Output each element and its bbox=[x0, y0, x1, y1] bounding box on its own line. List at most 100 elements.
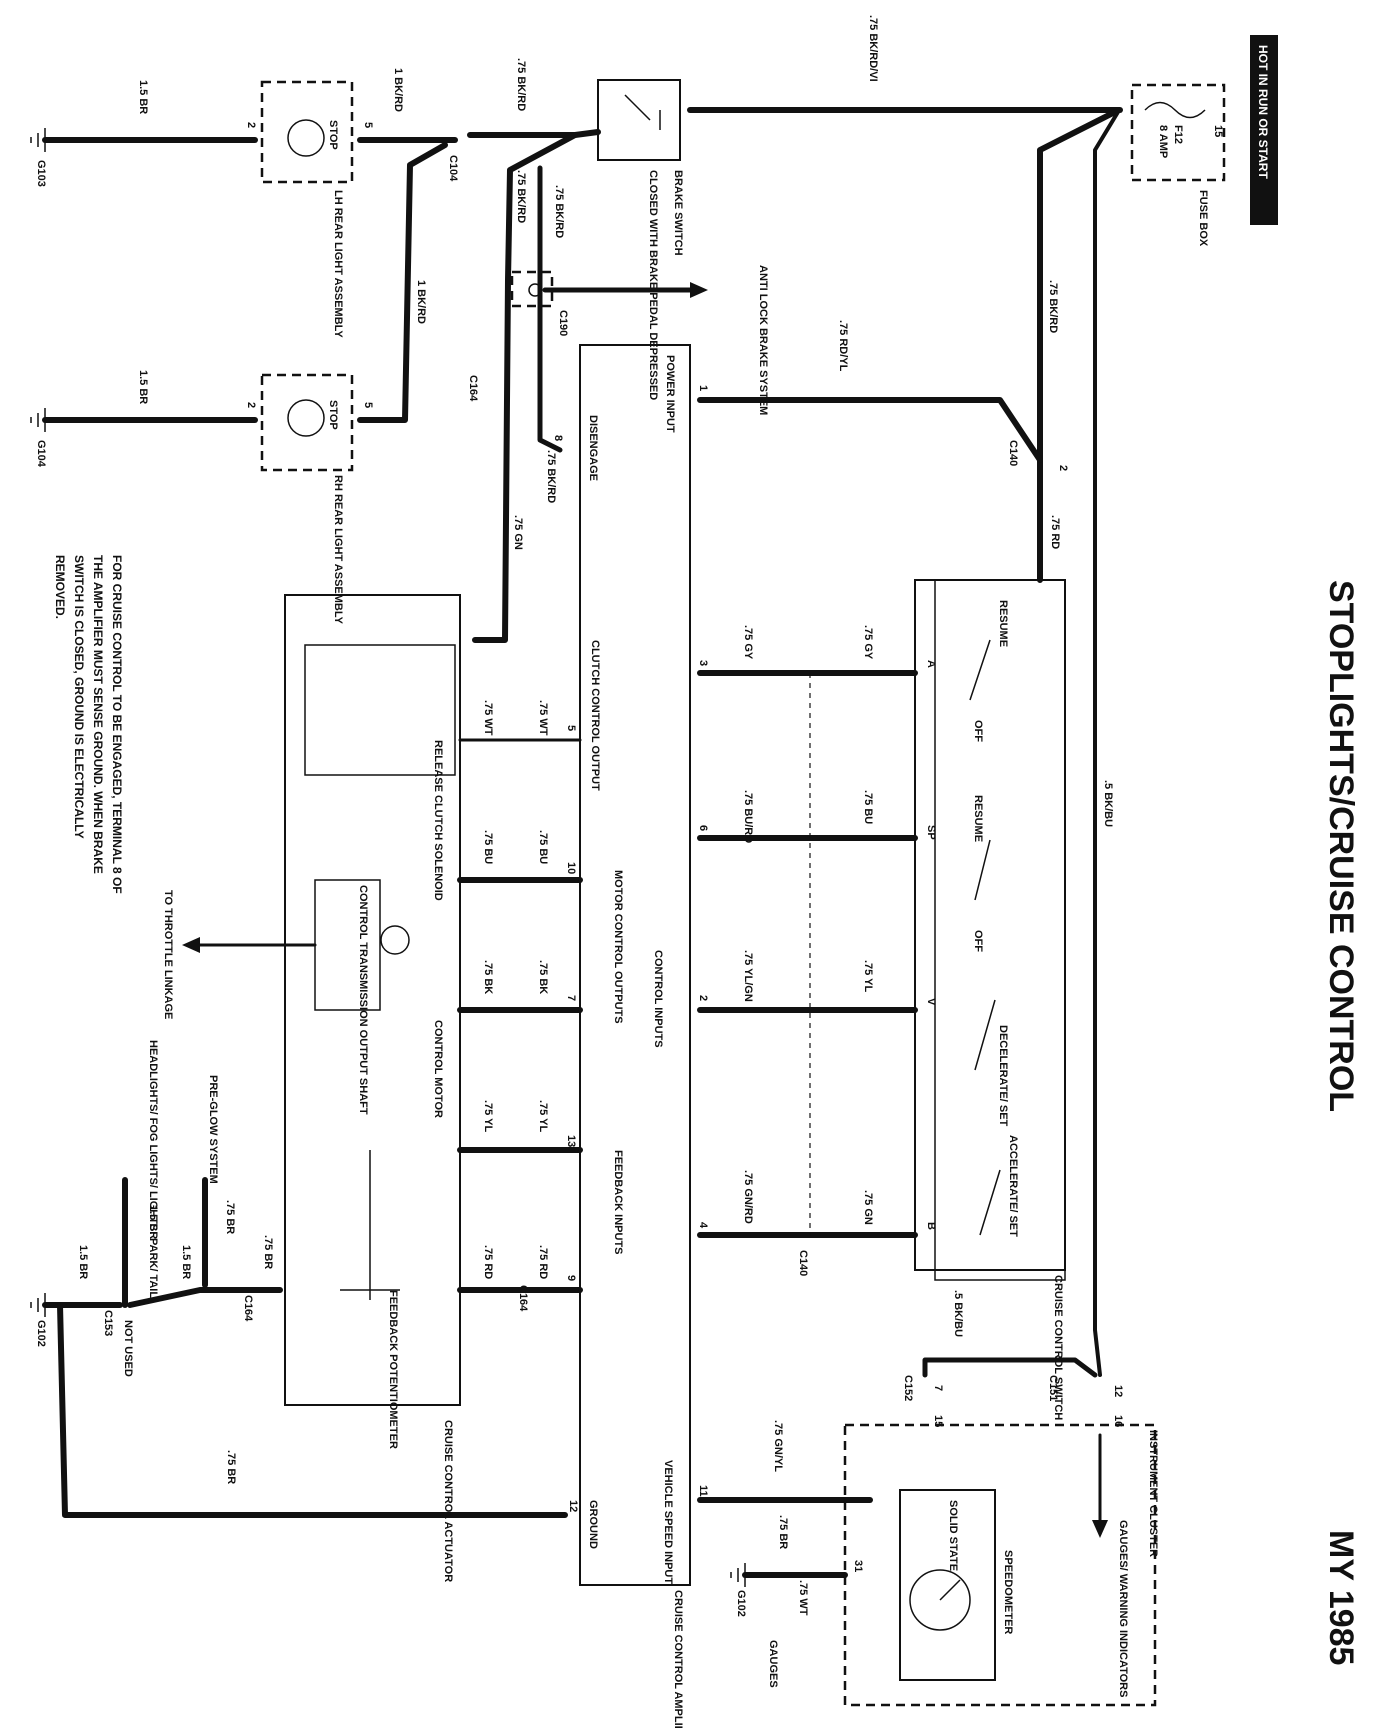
wire-bk-bu-cluster bbox=[1093, 110, 1120, 1377]
wire-label-bu-b: .75 BU bbox=[482, 830, 494, 864]
fuse-box bbox=[1130, 83, 1226, 182]
wire-amp-ground bbox=[57, 1302, 568, 1518]
note-box: FOR CRUISE CONTROL TO BE ENGAGED, TERMIN… bbox=[53, 555, 124, 894]
speedometer-label: SPEEDOMETER bbox=[1002, 1550, 1014, 1634]
actuator-transmission: CONTROL TRANSMISSION OUTPUT SHAFT bbox=[357, 885, 369, 1115]
lights-label: HEADLIGHTS/ FOG LIGHTS/ LIGHTS: PARK/ TA… bbox=[147, 1040, 159, 1298]
wire-rd-yl bbox=[697, 397, 1043, 463]
motor-icon bbox=[380, 925, 410, 955]
rh-bulb-icon bbox=[287, 399, 325, 437]
wire-label-bu-rd: .75 BU/RD bbox=[742, 790, 754, 843]
abs-label: ANTI LOCK BRAKE SYSTEM bbox=[757, 265, 769, 415]
pin-amp-10: 10 bbox=[565, 862, 577, 874]
lh-pin-b: 2 bbox=[245, 122, 257, 128]
wire-label-br-15c: 1.5 BR bbox=[77, 1245, 89, 1279]
wire-brake-out bbox=[467, 129, 601, 138]
pin-amp-8: 8 bbox=[552, 435, 564, 441]
wire-label-bk-bu: .5 BK/BU bbox=[1102, 780, 1114, 827]
lh-bulb-label: STOP bbox=[327, 120, 339, 150]
hot-label-box bbox=[1250, 35, 1278, 225]
ground-g102: G102 bbox=[35, 1320, 47, 1347]
lh-lamp-box bbox=[260, 80, 354, 184]
wire-label-bk-rd-vi: .75 BK/RD/VI bbox=[867, 15, 879, 82]
amp-motor-outputs: MOTOR CONTROL OUTPUTS bbox=[612, 870, 624, 1024]
wire-label-wt-a: .75 WT bbox=[537, 700, 549, 736]
ground-icon-g103 bbox=[30, 128, 46, 152]
note-text: FOR CRUISE CONTROL TO BE ENGAGED, TERMIN… bbox=[53, 555, 124, 894]
wire-label-br-75c: .75 BR bbox=[225, 1450, 237, 1484]
ground-g103: G103 bbox=[35, 160, 47, 187]
pin-amp-3: 3 bbox=[697, 660, 709, 666]
pin-amp-7: 7 bbox=[565, 995, 577, 1001]
wire-label-gy-a: .75 GY bbox=[742, 625, 754, 660]
connector-c164a: C164 bbox=[467, 375, 479, 402]
amp-disengage: DISENGAGE bbox=[587, 415, 599, 481]
ground-icon-g104 bbox=[30, 408, 46, 432]
switch-pin-sp: SP bbox=[925, 825, 937, 840]
switch-pin-v: V bbox=[925, 998, 937, 1006]
amp-name: CRUISE CONTROL AMPLIFIER bbox=[672, 1590, 684, 1728]
ground-icon-g102 bbox=[30, 1293, 46, 1317]
switch-off-2: OFF bbox=[972, 930, 984, 952]
connector-c104: C104 bbox=[447, 155, 459, 182]
page-title: STOPLIGHTS/CRUISE CONTROL bbox=[1322, 580, 1360, 1112]
wire-label-br-75b: .75 BR bbox=[262, 1235, 274, 1269]
throttle-arrow-icon bbox=[182, 937, 200, 953]
transmission-box bbox=[314, 879, 381, 1011]
pin-cluster-16: 16 bbox=[1112, 1415, 1124, 1427]
amplifier-box bbox=[579, 344, 691, 1586]
brake-switch-box bbox=[597, 79, 681, 161]
switch-resume-2: RESUME bbox=[972, 795, 984, 842]
cluster-name: INSTRUMENT CLUSTER bbox=[1147, 1430, 1159, 1557]
pin-amp-9: 9 bbox=[565, 1275, 577, 1281]
connector-c152: C152 bbox=[902, 1375, 914, 1401]
cruise-switch-outer bbox=[934, 579, 1066, 1281]
rh-pin-b: 2 bbox=[245, 402, 257, 408]
rh-lamp-label: RH REAR LIGHT ASSEMBLY bbox=[332, 475, 344, 625]
actuator-name: CRUISE CONTROL ACTUATOR bbox=[442, 1420, 454, 1582]
wire-label-bk-rd-1: 1 BK/RD bbox=[392, 68, 404, 112]
gauges-ind-label: GAUGES/ WARNING INDICATORS bbox=[1117, 1520, 1129, 1697]
ground-g102b: G102 bbox=[735, 1590, 747, 1617]
connector-c151: C151 bbox=[1047, 1375, 1059, 1401]
wire-label-rd-yl: .75 RD/YL bbox=[837, 320, 849, 372]
actuator-clutch: RELEASE CLUTCH SOLENOID bbox=[432, 740, 444, 901]
gauges-arrow-icon bbox=[1092, 1520, 1108, 1538]
fuse-name: F12 bbox=[1172, 125, 1184, 144]
c190-box bbox=[510, 270, 554, 308]
wire-label-rd-b: .75 RD bbox=[482, 1245, 494, 1279]
gauges-label: GAUGES bbox=[767, 1640, 779, 1688]
connector-c190: C190 bbox=[557, 310, 569, 336]
clutch-solenoid-box bbox=[304, 644, 456, 776]
pin-amp-1: 1 bbox=[697, 385, 709, 391]
pin-amp-4: 4 bbox=[697, 1222, 709, 1229]
amp-clutch-output: CLUTCH CONTROL OUTPUT bbox=[589, 640, 601, 791]
actuator-potentiometer: FEEDBACK POTENTIOMETER bbox=[387, 1290, 399, 1449]
pin-amp-6: 6 bbox=[697, 825, 709, 831]
amp-power-input: POWER INPUT bbox=[664, 355, 676, 433]
wire-label-yl-gn: .75 YL/GN bbox=[742, 950, 754, 1002]
wire-label-br-75a: .75 BR bbox=[224, 1200, 236, 1234]
ground-g104: G104 bbox=[35, 440, 47, 468]
lh-lamp-label: LH REAR LIGHT ASSEMBLY bbox=[332, 190, 344, 338]
wire-label-bk-bu-2: .5 BK/BU bbox=[952, 1290, 964, 1337]
amp-feedback-inputs: FEEDBACK INPUTS bbox=[612, 1150, 624, 1255]
wire-label-bk-b: .75 BK bbox=[482, 960, 494, 994]
amp-speed-input: VEHICLE SPEED INPUT bbox=[662, 1460, 674, 1584]
wire-label-br-15b: 1.5 BR bbox=[180, 1245, 192, 1279]
brake-switch-label: BRAKE SWITCH bbox=[672, 170, 684, 256]
wire-label-rd: .75 RD bbox=[1049, 515, 1061, 549]
wire-bk-rd-feed bbox=[1037, 109, 1118, 583]
amp-control-inputs: CONTROL INPUTS bbox=[652, 950, 664, 1048]
lh-bulb-icon bbox=[287, 119, 325, 157]
fuse-box-label: FUSE BOX bbox=[1197, 190, 1209, 247]
throttle-label: TO THROTTLE LINKAGE bbox=[162, 890, 174, 1019]
wire-label-br-rh: 1.5 BR bbox=[137, 370, 149, 404]
pin-amp-12: 12 bbox=[567, 1500, 579, 1512]
switch-decel: DECELERATE/ SET bbox=[997, 1025, 1009, 1127]
amp-ground: GROUND bbox=[587, 1500, 599, 1549]
pin-c152-7: 7 bbox=[932, 1385, 944, 1391]
pin-amp-11: 11 bbox=[697, 1485, 709, 1497]
lh-pin-a: 5 bbox=[362, 122, 374, 128]
wire-label-bk-rd-75a: .75 BK/RD bbox=[515, 58, 527, 111]
